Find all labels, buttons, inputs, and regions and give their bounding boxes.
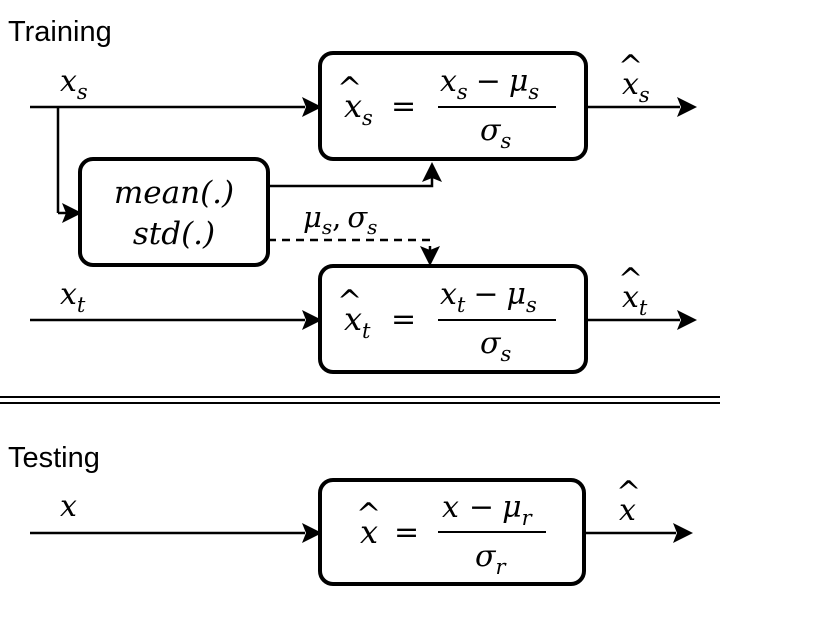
source-hat-accent: ^ — [337, 71, 362, 106]
stats-branch-arrowhead — [62, 203, 82, 223]
stats-to-target-line — [268, 238, 432, 252]
test-output-label: x — [619, 493, 636, 528]
source-denominator: σs — [480, 113, 511, 153]
training-title: Training — [8, 16, 112, 48]
stats-output-label: μs,σs — [303, 200, 377, 239]
source-lhs: xs — [344, 87, 373, 130]
test-output-hat: ^ — [616, 475, 641, 510]
test-equals: = — [394, 515, 419, 550]
test-lhs: x — [360, 513, 378, 551]
test-input-arrowhead — [302, 523, 322, 543]
target-normalization-formula: ^ xt = xt−μs σs — [337, 277, 556, 366]
std-label: std(.) — [133, 216, 215, 252]
source-equals: = — [391, 89, 416, 124]
source-numerator: xs−μs — [440, 64, 539, 104]
test-hat-accent: ^ — [356, 497, 381, 532]
source-output-label: xs — [622, 67, 650, 107]
testing-title: Testing — [8, 442, 100, 474]
source-output-hat: ^ — [618, 49, 643, 84]
stats-to-source-line — [268, 176, 434, 188]
source-normalization-formula: ^ xs = xs−μs σs — [337, 64, 556, 153]
stats-to-source-arrowhead — [422, 162, 442, 182]
target-output-label: xt — [622, 280, 648, 320]
source-output-arrowhead — [677, 97, 697, 117]
target-input-arrowhead — [302, 310, 322, 330]
target-input-label: xt — [60, 277, 86, 317]
source-input-label: xs — [60, 64, 88, 104]
target-numerator: xt−μs — [440, 277, 537, 317]
target-equals: = — [391, 302, 416, 337]
stats-to-target-arrowhead — [420, 246, 440, 266]
test-input-label: x — [60, 489, 77, 524]
target-output-arrowhead — [677, 310, 697, 330]
target-output-hat: ^ — [618, 262, 643, 297]
target-lhs: xt — [344, 300, 371, 343]
test-denominator: σr — [475, 539, 507, 579]
test-normalization-formula: ^ x = x−μr σr — [356, 490, 546, 579]
target-denominator: σs — [480, 326, 511, 366]
test-numerator: x−μr — [442, 490, 534, 530]
test-output-arrowhead — [673, 523, 693, 543]
stats-block — [78, 157, 270, 267]
mean-label: mean(.) — [114, 175, 234, 211]
source-input-arrowhead — [302, 97, 322, 117]
target-hat-accent: ^ — [337, 284, 362, 319]
